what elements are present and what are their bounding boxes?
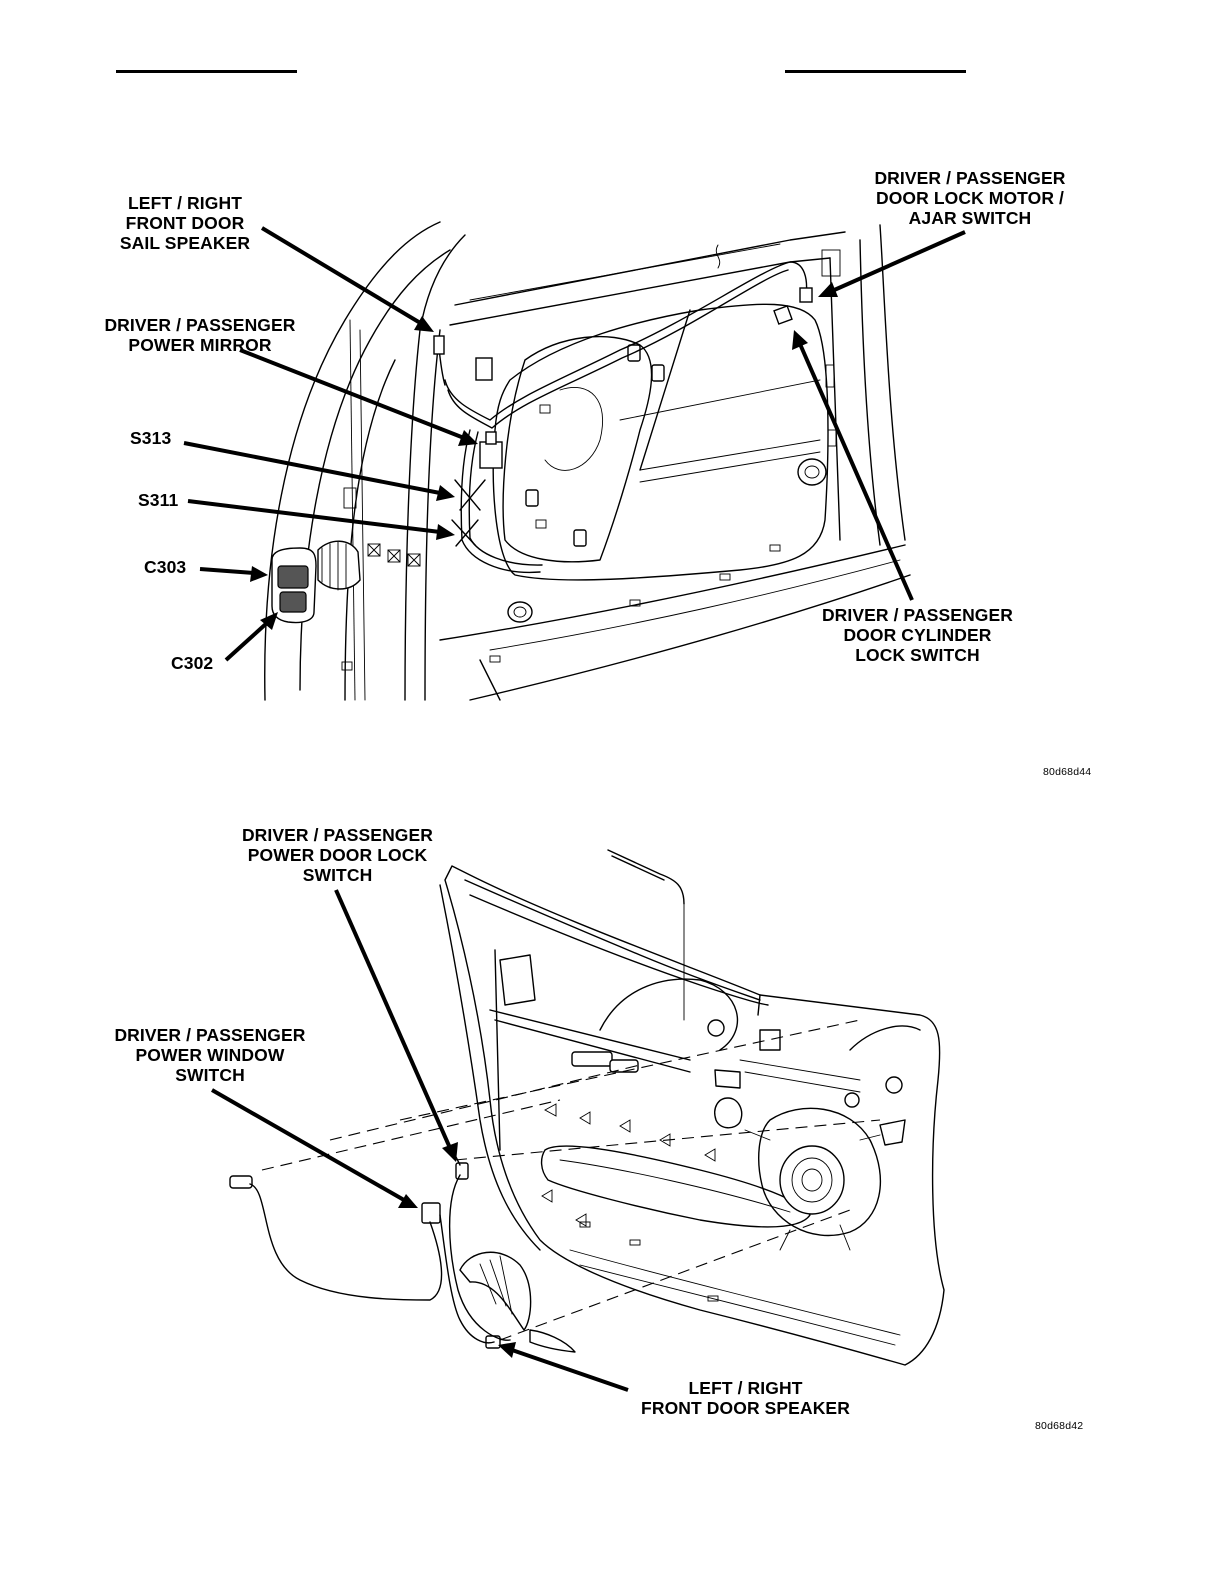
callout-door-speaker: LEFT / RIGHT FRONT DOOR SPEAKER — [641, 1378, 850, 1418]
bottom-door-illustration — [229, 849, 945, 1366]
header-rule-left — [116, 70, 297, 73]
figure-code-bottom: 80d68d42 — [1035, 1420, 1084, 1432]
callout-c302: C302 — [171, 653, 214, 673]
callout-sail-speaker: LEFT / RIGHT FRONT DOOR SAIL SPEAKER — [119, 193, 251, 253]
figure-code-top: 80d68d44 — [1043, 766, 1092, 778]
bottom-leader-lines — [211, 889, 629, 1392]
callout-c303: C303 — [144, 557, 187, 577]
top-door-illustration — [264, 221, 911, 701]
callout-power-mirror: DRIVER / PASSENGER POWER MIRROR — [104, 315, 296, 355]
callout-door-lock-switch: DRIVER / PASSENGER POWER DOOR LOCK SWITC… — [241, 825, 434, 885]
header-rule-right — [785, 70, 966, 73]
callout-cylinder-switch: DRIVER / PASSENGER DOOR CYLINDER LOCK SW… — [821, 605, 1014, 665]
callout-s311: S311 — [138, 490, 179, 510]
callout-window-switch: DRIVER / PASSENGER POWER WINDOW SWITCH — [114, 1025, 306, 1085]
top-leader-lines — [183, 226, 966, 662]
callout-lock-motor: DRIVER / PASSENGER DOOR LOCK MOTOR / AJA… — [874, 168, 1066, 228]
callout-s313: S313 — [130, 428, 172, 448]
